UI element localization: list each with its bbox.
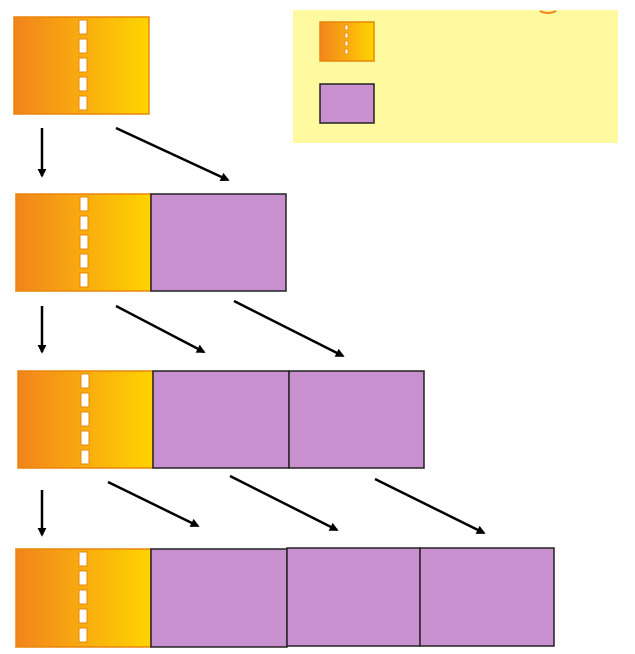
striped-block: [17, 370, 154, 469]
diagonal-arrow: [107, 480, 200, 528]
purple-block: [150, 548, 288, 648]
purple-block: [419, 547, 555, 647]
purple-block: [286, 547, 421, 647]
row-3: [17, 370, 425, 469]
row-1: [13, 16, 150, 115]
purple-block: [288, 370, 425, 469]
row-2: [15, 193, 287, 292]
striped-block: [15, 548, 152, 648]
legend-corner-mark: [539, 10, 557, 14]
diagonal-arrow: [229, 474, 339, 532]
purple-block: [150, 193, 287, 292]
striped-block: [15, 193, 152, 292]
legend: [293, 10, 618, 143]
diagonal-arrow: [233, 299, 345, 358]
diagonal-arrow: [374, 477, 486, 535]
legend-striped-block: [319, 21, 375, 62]
purple-block: [152, 370, 290, 469]
diagonal-arrow: [115, 126, 230, 182]
legend-purple-block: [319, 83, 375, 124]
striped-block: [13, 16, 150, 115]
row-4: [15, 547, 555, 648]
diagonal-arrow: [115, 304, 206, 354]
